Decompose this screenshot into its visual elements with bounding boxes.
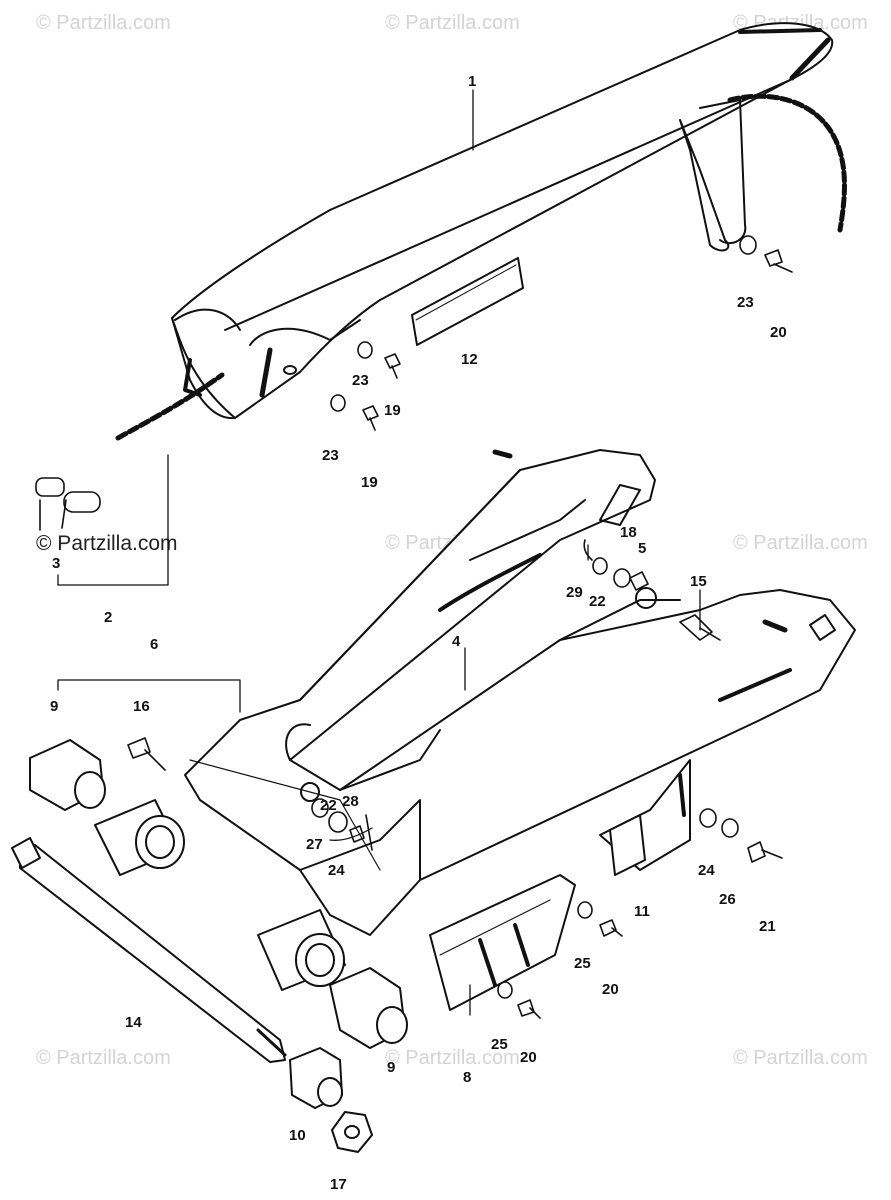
leader-lines: [57, 89, 701, 1016]
chain-case-fasteners: [330, 235, 793, 431]
callout: 2: [104, 609, 112, 626]
chain-slider: [429, 874, 576, 1011]
callout: 12: [461, 351, 478, 368]
callout: 22: [320, 797, 337, 814]
watermark: © Partzilla.com: [36, 12, 171, 34]
callout: 1: [468, 73, 476, 90]
chain-case: [171, 22, 834, 420]
watermark: © Partzilla.com: [36, 532, 178, 555]
callout: 8: [463, 1069, 471, 1086]
callout: 19: [384, 402, 401, 419]
callout: 5: [638, 540, 646, 557]
callout: 23: [737, 294, 754, 311]
drive-chain: [115, 93, 847, 441]
callout: 20: [520, 1049, 537, 1066]
callout: 20: [602, 981, 619, 998]
callout: 4: [452, 633, 461, 650]
callout: 25: [574, 955, 591, 972]
callout: 6: [150, 636, 158, 653]
watermark: © Partzilla.com: [36, 1047, 171, 1069]
fasteners: [127, 539, 783, 1019]
callout: 15: [690, 573, 707, 590]
callout: 29: [566, 584, 583, 601]
callout: 9: [387, 1059, 395, 1076]
callout: 17: [330, 1176, 347, 1193]
callout: 23: [352, 372, 369, 389]
callout: 27: [306, 836, 323, 853]
pivot-bolt: [11, 837, 287, 1063]
callout: 24: [698, 862, 715, 879]
watermark: © Partzilla.com: [385, 1047, 520, 1069]
swing-arm: [184, 449, 856, 936]
callout: 19: [361, 474, 378, 491]
callout-labels: 1 23 20 12 23 19 23 19 3 2 29 22 18 5 15…: [50, 73, 787, 1193]
chain-adjuster-plate: [599, 759, 691, 876]
callout: 3: [52, 555, 60, 572]
label-plate: [411, 257, 524, 346]
castle-nut: [331, 1111, 373, 1153]
callout: 18: [620, 524, 637, 541]
callout: 16: [133, 698, 150, 715]
bushings: [29, 739, 408, 1109]
callout: 9: [50, 698, 58, 715]
callout: 25: [491, 1036, 508, 1053]
watermark: © Partzilla.com: [733, 532, 868, 554]
callout: 22: [589, 593, 606, 610]
callout: 28: [342, 793, 359, 810]
callout: 14: [125, 1014, 142, 1031]
callout: 21: [759, 918, 776, 935]
callout: 26: [719, 891, 736, 908]
callout: 23: [322, 447, 339, 464]
callout: 11: [634, 903, 650, 920]
callout: 10: [289, 1127, 306, 1144]
callout: 24: [328, 862, 345, 879]
chain-master-link: [35, 477, 101, 531]
watermark: © Partzilla.com: [385, 12, 520, 34]
swing-arm-pivot-bosses: [94, 799, 346, 991]
watermark: © Partzilla.com: [733, 1047, 868, 1069]
callout: 20: [770, 324, 787, 341]
